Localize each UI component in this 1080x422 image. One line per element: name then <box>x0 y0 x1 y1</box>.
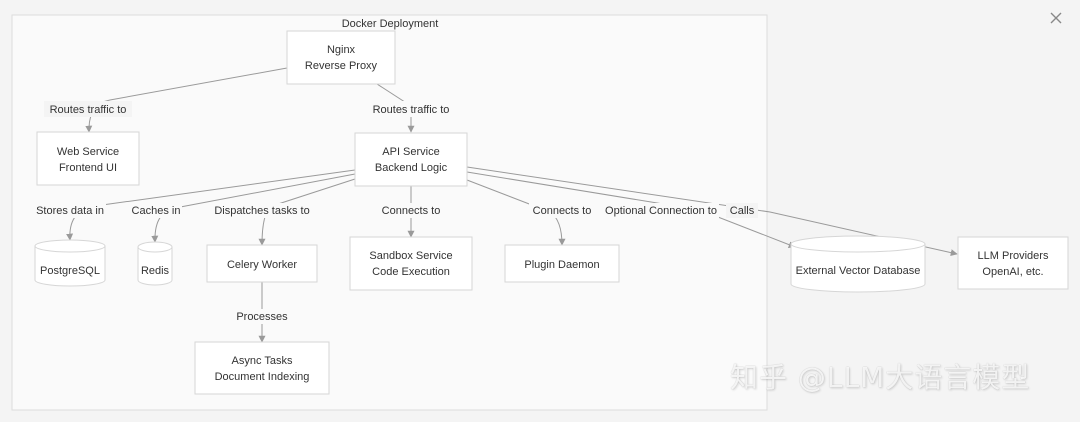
close-icon <box>1050 12 1062 24</box>
edge-labels: Routes traffic to Routes traffic to Stor… <box>34 101 758 324</box>
node-web: Web Service Frontend UI <box>36 131 140 186</box>
edge-label-api-redis: Caches in <box>132 205 181 217</box>
node-sandbox-line2: Code Execution <box>372 266 450 278</box>
watermark: 知乎 @LLM大语言模型 <box>730 361 1031 394</box>
nodes: Nginx Reverse Proxy Web Service Frontend… <box>34 30 1069 395</box>
node-nginx-line2: Reverse Proxy <box>305 60 378 72</box>
edge-label-api-celery: Dispatches tasks to <box>214 205 309 217</box>
node-llm: LLM Providers OpenAI, etc. <box>957 236 1069 290</box>
node-async-line1: Async Tasks <box>232 355 293 367</box>
edge-label-nginx-web: Routes traffic to <box>50 104 127 116</box>
node-web-line1: Web Service <box>57 146 119 158</box>
node-nginx-line1: Nginx <box>327 44 356 56</box>
edge-label-celery-async: Processes <box>236 311 288 323</box>
node-api: API Service Backend Logic <box>354 132 468 187</box>
node-postgres-label: PostgreSQL <box>40 265 100 277</box>
node-redis-label: Redis <box>141 265 170 277</box>
node-async-line2: Document Indexing <box>215 371 310 383</box>
node-plugin: Plugin Daemon <box>504 244 620 283</box>
close-button[interactable] <box>1046 8 1066 28</box>
edge-label-api-postgres: Stores data in <box>36 205 104 217</box>
node-nginx: Nginx Reverse Proxy <box>286 30 396 85</box>
node-vectordb: External Vector Database <box>790 235 926 293</box>
node-celery-label: Celery Worker <box>227 259 297 271</box>
cluster-title: Docker Deployment <box>342 18 439 30</box>
node-web-line2: Frontend UI <box>59 162 117 174</box>
node-async: Async Tasks Document Indexing <box>194 341 330 395</box>
node-llm-line2: OpenAI, etc. <box>982 266 1043 278</box>
edge-label-api-sandbox: Connects to <box>382 205 441 217</box>
node-api-line2: Backend Logic <box>375 162 448 174</box>
edge-label-api-plugin: Connects to <box>533 205 592 217</box>
edge-label-api-vectordb: Optional Connection to <box>605 205 717 217</box>
node-postgres: PostgreSQL <box>34 239 106 287</box>
node-redis: Redis <box>137 241 173 286</box>
node-sandbox-line1: Sandbox Service <box>369 250 452 262</box>
node-plugin-label: Plugin Daemon <box>524 259 599 271</box>
node-llm-line1: LLM Providers <box>978 250 1049 262</box>
node-celery: Celery Worker <box>206 244 318 283</box>
node-sandbox: Sandbox Service Code Execution <box>349 236 473 291</box>
edge-label-api-llm: Calls <box>730 205 755 217</box>
node-vectordb-label: External Vector Database <box>796 265 921 277</box>
node-api-line1: API Service <box>382 146 439 158</box>
edge-label-nginx-api: Routes traffic to <box>373 104 450 116</box>
